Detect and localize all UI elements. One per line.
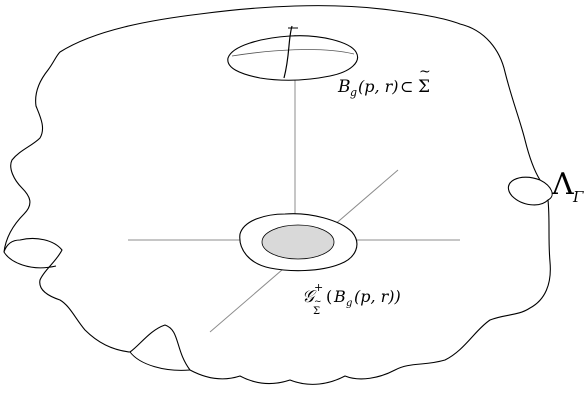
image-label-sup: + [314, 281, 323, 294]
region-label-lambda: Λ [551, 167, 574, 202]
image-label-Bsub: g [346, 298, 352, 309]
region-label-gamma: Γ [572, 188, 584, 206]
image-label-G: 𝒢 [302, 287, 317, 307]
lambda-gamma-boundary [3, 5, 551, 385]
image-disk [261, 224, 335, 260]
ball-label-accent: ~ [419, 64, 431, 80]
image-label-args: (p, r)) [354, 287, 401, 306]
lower-scallop [129, 351, 191, 371]
ball-label-B: B [337, 77, 351, 97]
image-label: 𝒢 + Σ ~ ( B g (p, r)) [302, 281, 401, 317]
ball-label-space: Σ [418, 77, 430, 97]
image-label-B: B [333, 287, 346, 306]
image-label-sub: Σ [313, 306, 320, 317]
ball-label-relation: ⊂ [400, 77, 413, 96]
ball-label: B g (p, r) ⊂ Σ ~ [337, 64, 431, 99]
region-label: Λ Γ [551, 167, 584, 206]
ball-label-args: (p, r) [358, 77, 399, 96]
ball-label-sub: g [350, 86, 357, 99]
ball-chart-line [231, 49, 355, 57]
image-label-open: ( [326, 287, 332, 306]
ball-region [227, 35, 358, 81]
ball-vertical-chart-line [283, 25, 293, 79]
image-label-subaccent: ~ [314, 297, 322, 307]
right-scallop [539, 179, 553, 201]
left-scallop [3, 251, 57, 269]
